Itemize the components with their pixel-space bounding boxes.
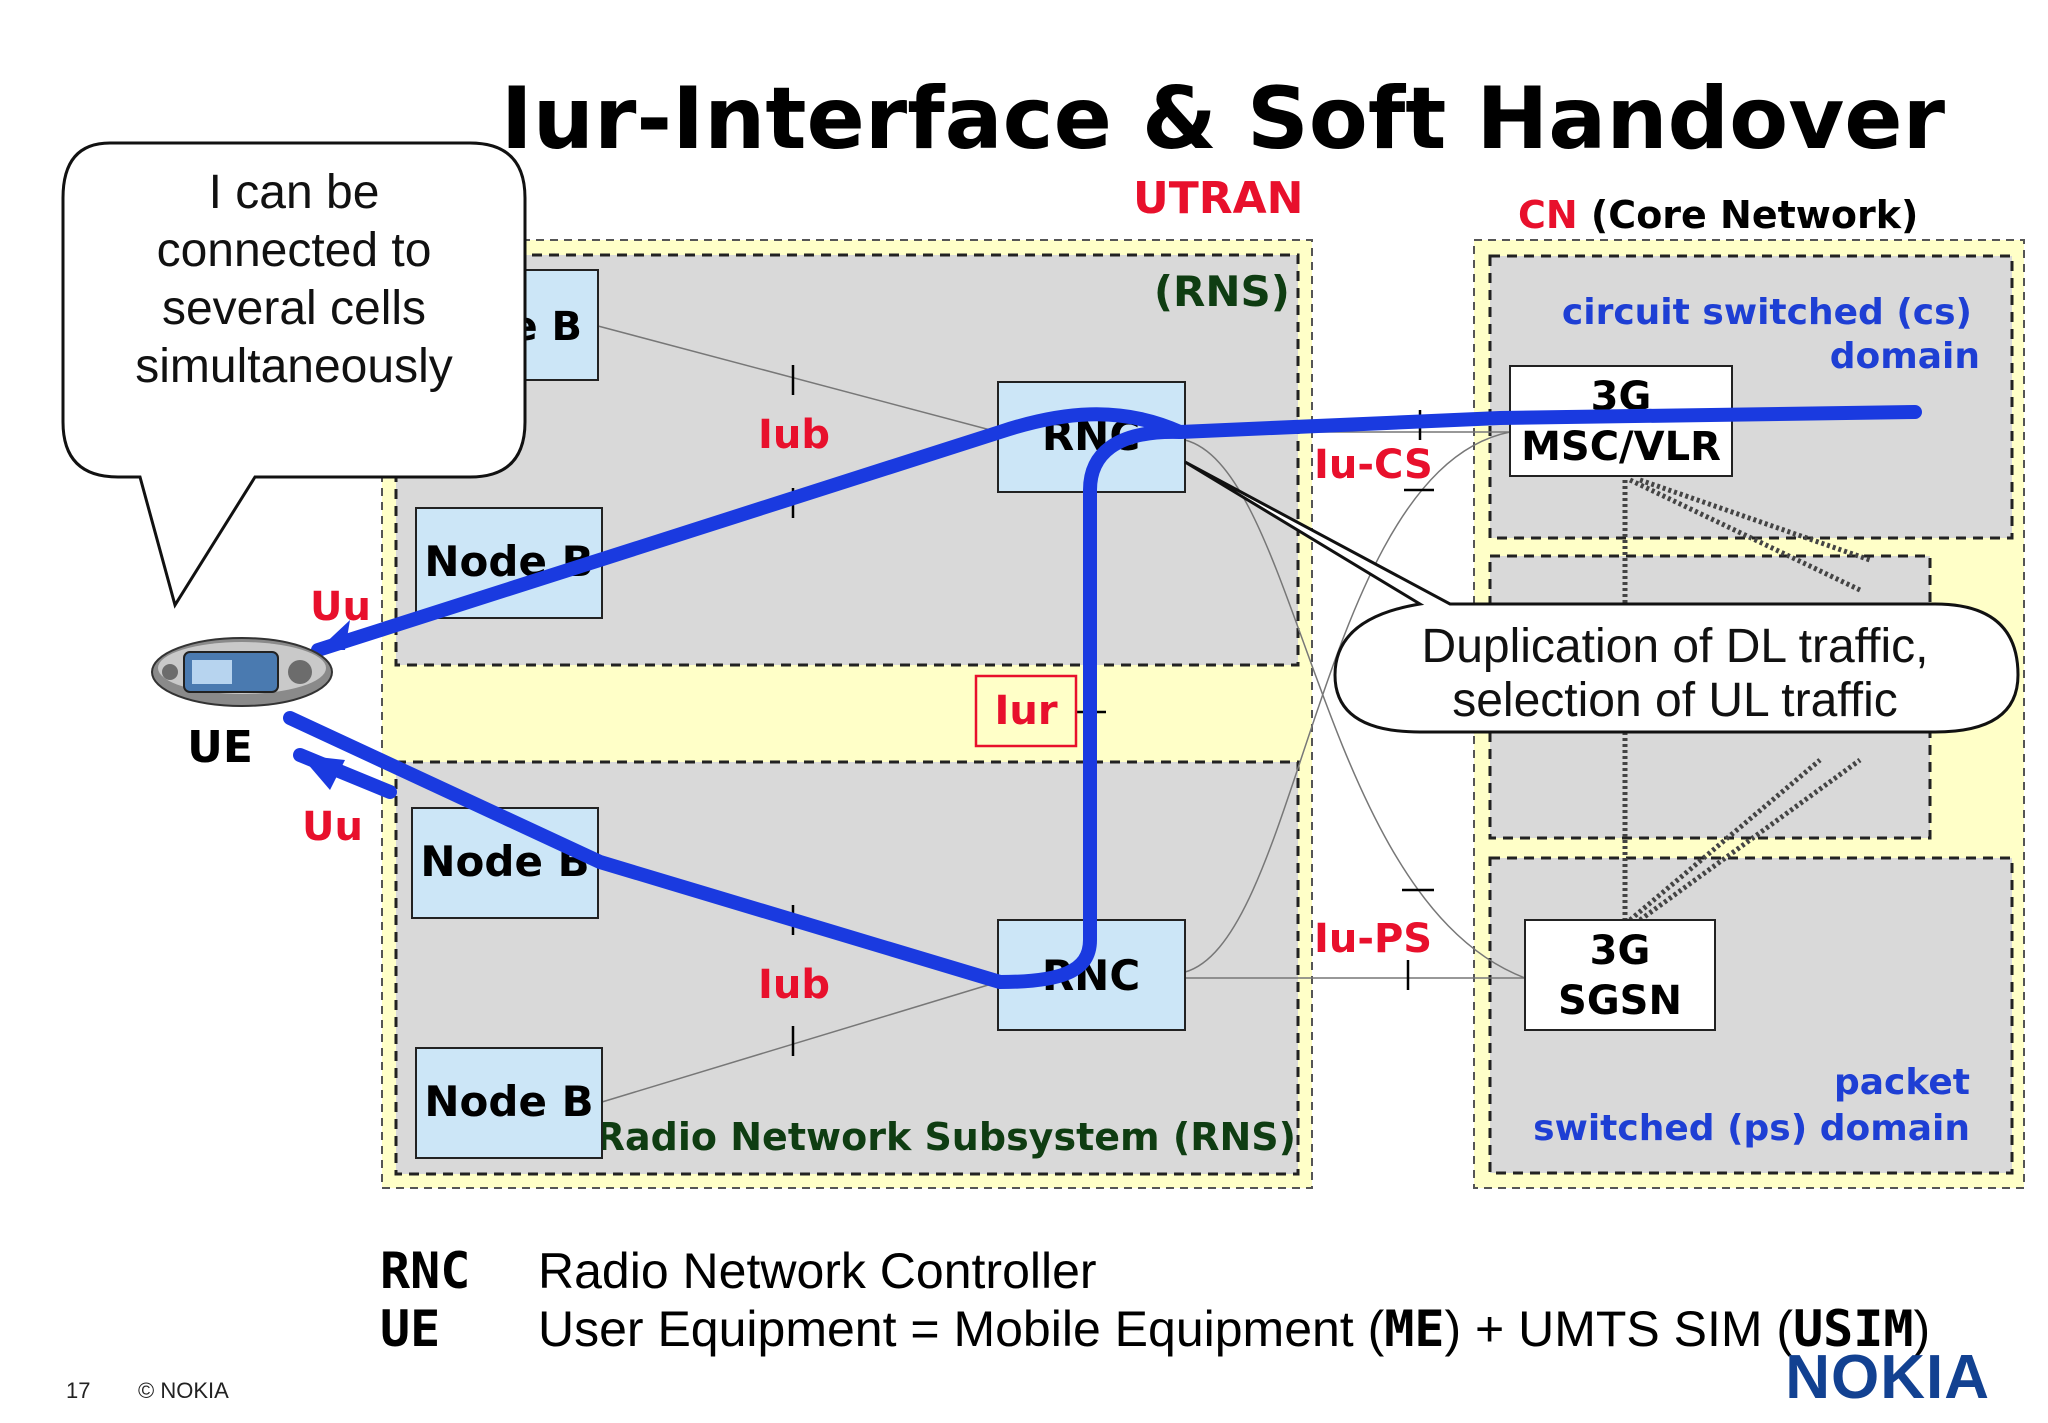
sgsn: 3G SGSN xyxy=(1524,919,1716,1031)
legend-ue-abbr: UE xyxy=(380,1300,440,1358)
legend-ue-text-1: User Equipment = Mobile Equipment ( xyxy=(538,1301,1385,1357)
cn-label-prefix: CN xyxy=(1518,193,1578,237)
legend-rnc-text: Radio Network Controller xyxy=(538,1243,1097,1299)
copyright: © NOKIA xyxy=(138,1378,229,1403)
ue-callout-line1: I can be xyxy=(209,166,380,219)
iu-cs-label: Iu-CS xyxy=(1314,442,1433,488)
ue-phone-icon xyxy=(151,637,333,707)
uu-top-label: Uu xyxy=(310,584,371,630)
iub-top-label: Iub xyxy=(758,412,830,458)
legend-ue-text: User Equipment = Mobile Equipment (ME) +… xyxy=(538,1300,1930,1358)
cn-dotted-links xyxy=(1622,477,1871,923)
iub-bottom-label: Iub xyxy=(758,962,830,1008)
ue-callout-bubble xyxy=(61,141,527,609)
legend-ue-me: ME xyxy=(1384,1300,1444,1358)
iur-label-box xyxy=(974,674,1078,748)
ps-domain-line1: packet xyxy=(1834,1062,1970,1103)
rnc-callout-line2: selection of UL traffic xyxy=(1452,674,1898,727)
node-b-2-label: Node B xyxy=(424,537,593,586)
ue-callout-line4: simultaneously xyxy=(135,340,452,393)
node-b-4-label: Node B xyxy=(424,1077,593,1126)
legend-ue-text-3: ) xyxy=(1914,1301,1931,1357)
rns-top-label: (RNS) xyxy=(1154,267,1290,316)
rnc-callout-bubble xyxy=(1184,460,2020,734)
cn-label: CN (Core Network) xyxy=(1518,193,1918,237)
ue-label: UE xyxy=(187,722,253,773)
nokia-logo: NOKIA xyxy=(1785,1343,1990,1412)
slide-title: Iur-Interface & Soft Handover xyxy=(501,69,1946,169)
utran-label: UTRAN xyxy=(1133,173,1304,224)
legend-ue-usim: USIM xyxy=(1793,1300,1913,1358)
rns-bottom-label: Radio Network Subsystem (RNS) xyxy=(596,1115,1296,1159)
sgsn-line2: SGSN xyxy=(1558,978,1682,1024)
legend-rnc-abbr: RNC xyxy=(380,1242,470,1300)
msc-line2: MSC/VLR xyxy=(1521,424,1721,470)
legend-ue-text-2: ) + UMTS SIM ( xyxy=(1444,1301,1793,1357)
cn-label-suffix: (Core Network) xyxy=(1578,193,1919,237)
iu-ps-label: Iu-PS xyxy=(1314,916,1432,962)
node-b-4: Node B xyxy=(415,1047,603,1159)
ue-callout-line3: several cells xyxy=(162,282,426,335)
iur-label: Iur xyxy=(994,688,1057,734)
cs-domain-line1: circuit switched (cs) xyxy=(1562,292,1972,333)
page-number: 17 xyxy=(66,1378,90,1403)
uu-bottom-label: Uu xyxy=(302,804,363,850)
ue-callout-line2: connected to xyxy=(157,224,432,277)
handover-arrow-heads xyxy=(300,620,350,790)
ps-domain-line2: switched (ps) domain xyxy=(1533,1108,1970,1149)
rnc-callout-line1: Duplication of DL traffic, xyxy=(1422,620,1929,673)
cs-domain-line2: domain xyxy=(1830,336,1980,377)
sgsn-line1: 3G xyxy=(1590,928,1651,974)
